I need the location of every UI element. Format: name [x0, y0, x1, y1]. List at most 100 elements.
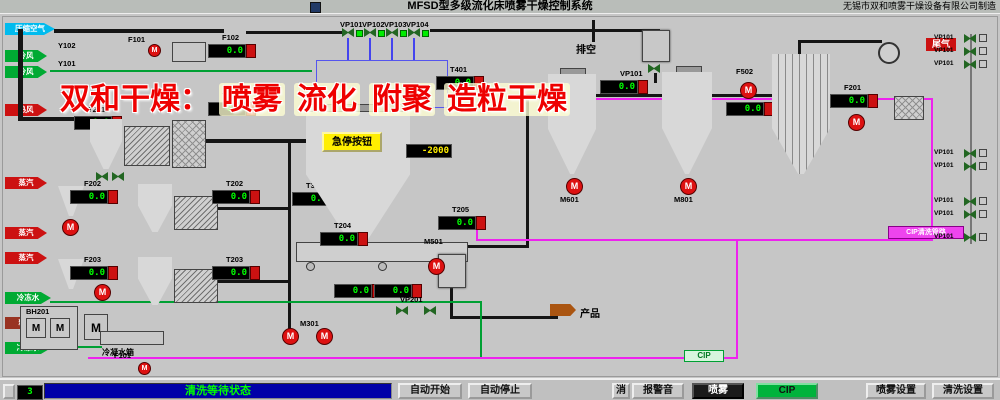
watermark-brand: 双和干燥：	[60, 83, 210, 116]
product-label: 产品	[580, 309, 600, 320]
tag: M501	[424, 237, 443, 246]
app-icon	[310, 2, 321, 13]
statusbar-mini-button[interactable]	[3, 384, 15, 399]
inlet-arrow-chilled-water: 冷冻水	[5, 292, 51, 304]
valve-actuator	[979, 47, 987, 55]
valve-status-light	[400, 30, 407, 37]
pump-icon[interactable]: M	[428, 258, 445, 275]
pump-icon[interactable]: M	[848, 114, 865, 131]
unit-badge	[476, 216, 486, 230]
unit-badge	[250, 190, 260, 204]
valve-icon[interactable]	[342, 28, 354, 37]
valve-icon[interactable]	[364, 28, 376, 37]
pipe-segment	[18, 117, 92, 121]
valve-status-light	[422, 30, 429, 37]
hot-air-duct	[206, 139, 308, 143]
pipe-segment	[596, 94, 662, 97]
steam-heater	[174, 269, 218, 303]
emergency-stop-button[interactable]: 急停按钮	[322, 132, 382, 152]
unit-badge	[108, 266, 118, 280]
title-bar: MFSD型多级流化床喷雾干燥控制系统 无锡市双和喷雾干燥设备有限公司制造	[0, 0, 1000, 14]
fan-pump-icon[interactable]: M	[148, 44, 161, 57]
tag: F203	[84, 255, 102, 264]
alarm-sound-button[interactable]: 报警音	[632, 383, 684, 399]
pump-icon[interactable]: M	[316, 328, 333, 345]
valve-status-light	[356, 30, 363, 37]
motor-icon: M	[26, 318, 46, 338]
inlet-arrow-steam: 蒸汽	[5, 227, 47, 239]
cip-pipe	[931, 98, 933, 241]
pipe-segment	[50, 301, 482, 303]
valve-tag: VP101	[934, 210, 954, 217]
unit-badge	[358, 232, 368, 246]
pipe-segment	[218, 280, 288, 283]
pipe-segment	[369, 38, 371, 60]
tag: VP201	[400, 295, 423, 304]
auto-start-button[interactable]: 自动开始	[398, 383, 462, 399]
tag: BH201	[26, 307, 50, 316]
valve-tag: VP101	[934, 197, 954, 204]
tail-gas-label: 尾气	[926, 38, 956, 51]
valve-icon[interactable]	[96, 172, 108, 181]
pipe-segment	[654, 73, 657, 83]
value: 0.0	[70, 190, 108, 204]
cip-pipe	[736, 240, 738, 359]
pump-icon[interactable]: M	[680, 178, 697, 195]
pipe-segment	[413, 38, 415, 60]
valve-icon[interactable]	[964, 233, 976, 242]
valve-icon[interactable]	[964, 162, 976, 171]
valve-status-light	[378, 30, 385, 37]
cip-button[interactable]: CIP	[756, 383, 818, 399]
pipe-segment	[54, 29, 224, 33]
value: 0.0	[830, 94, 868, 108]
valve-icon[interactable]	[112, 172, 124, 181]
valve-icon[interactable]	[396, 306, 408, 315]
tag: M601	[560, 195, 579, 204]
exhaust-fan-icon	[878, 42, 900, 64]
pipe-segment	[970, 34, 972, 244]
pump-icon[interactable]: M	[62, 219, 79, 236]
valve-actuator	[979, 162, 987, 170]
inlet-arrow-hot-air: 热风	[5, 104, 47, 116]
valve-icon[interactable]	[964, 47, 976, 56]
pipe-segment	[288, 139, 291, 329]
pipe-segment	[798, 40, 801, 56]
value-display: 0.0	[212, 266, 260, 280]
valve-icon[interactable]	[964, 149, 976, 158]
valve-icon[interactable]	[964, 197, 976, 206]
auto-stop-button[interactable]: 自动停止	[468, 383, 532, 399]
window-title: MFSD型多级流化床喷雾干燥控制系统	[407, 0, 593, 12]
valve-icon[interactable]	[424, 306, 436, 315]
mute-button[interactable]: 消	[612, 383, 630, 399]
pump-icon[interactable]: M	[740, 82, 757, 99]
wheel-icon	[306, 262, 315, 271]
pipe-segment	[526, 94, 529, 248]
valve-icon[interactable]	[408, 28, 420, 37]
valve-icon[interactable]	[964, 60, 976, 69]
company-credit: 无锡市双和喷雾干燥设备有限公司制造	[842, 1, 996, 11]
motor-icon: M	[50, 318, 70, 338]
valve-actuator	[979, 210, 987, 218]
valve-icon[interactable]	[964, 210, 976, 219]
cip-pipe	[476, 239, 933, 241]
pump-icon[interactable]: M	[94, 284, 111, 301]
valve-icon[interactable]	[964, 34, 976, 43]
value-display: 0.0	[320, 232, 368, 246]
pump-icon[interactable]: M	[282, 328, 299, 345]
valve-icon[interactable]	[386, 28, 398, 37]
valve-tag: VP101	[934, 34, 954, 41]
tag: M801	[674, 195, 693, 204]
spray-button[interactable]: 喷雾	[692, 383, 744, 399]
valve-icon[interactable]	[648, 64, 660, 73]
value: 0.0	[374, 284, 412, 298]
pipe-segment	[218, 207, 288, 210]
process-diagram: 双和干燥：喷雾流化附聚造粒干燥 压缩空气 冷风 冷风 热风 蒸汽 蒸汽 蒸汽 冷…	[0, 13, 1000, 379]
valve-actuator	[979, 34, 987, 42]
pump-icon[interactable]: M	[138, 362, 151, 375]
clean-settings-button[interactable]: 清洗设置	[932, 383, 994, 399]
tag: T201	[88, 105, 106, 114]
pump-icon[interactable]: M	[566, 178, 583, 195]
pipe-segment	[798, 40, 882, 43]
spray-settings-button[interactable]: 喷雾设置	[866, 383, 926, 399]
